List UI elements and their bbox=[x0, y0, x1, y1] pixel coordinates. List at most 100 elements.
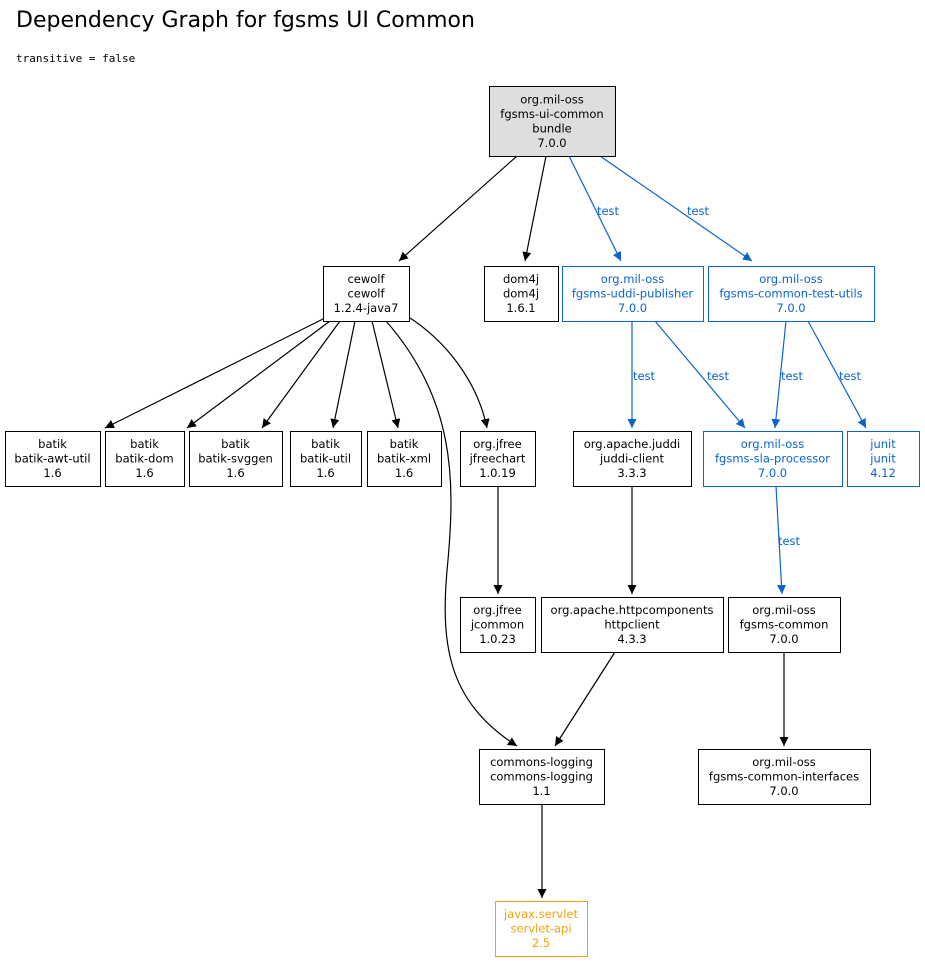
node-label-line: batik-util bbox=[300, 452, 351, 466]
node-box bbox=[541, 597, 724, 653]
node-label-line: commons-logging bbox=[490, 755, 593, 769]
edge-cewolf-to-batik_xml bbox=[371, 320, 401, 429]
node-label-line: org.apache.httpcomponents bbox=[551, 603, 714, 617]
edge-cewolf-to-jfreechart bbox=[406, 315, 490, 429]
node-box bbox=[5, 431, 101, 487]
edge-label: test bbox=[778, 534, 801, 548]
node-label-line: fgsms-uddi-publisher bbox=[572, 287, 694, 301]
node-box bbox=[573, 431, 692, 487]
node-label-line: 1.1 bbox=[532, 784, 550, 798]
node-label-line: dom4j bbox=[503, 272, 539, 286]
edge-label: test bbox=[597, 204, 620, 218]
node-label-line: batik bbox=[221, 437, 250, 451]
node-box bbox=[495, 901, 588, 957]
node-label-line: junit bbox=[869, 452, 896, 466]
edge-uddi_pub-to-sla bbox=[654, 320, 746, 429]
node-label-line: cewolf bbox=[347, 272, 385, 286]
node-label-line: 7.0.0 bbox=[758, 466, 787, 480]
node-label-line: 1.6.1 bbox=[506, 301, 535, 315]
node-box bbox=[105, 431, 185, 487]
node-label-line: batik-awt-util bbox=[14, 452, 90, 466]
node-label-line: javax.servlet bbox=[503, 907, 578, 921]
node-label-line: 1.0.23 bbox=[479, 632, 516, 646]
node-box bbox=[728, 597, 841, 653]
node-box bbox=[847, 431, 920, 487]
node-label-line: org.jfree bbox=[473, 603, 521, 617]
node-label-line: batik bbox=[38, 437, 67, 451]
node-label-line: batik-dom bbox=[115, 452, 173, 466]
edge-label: test bbox=[707, 369, 730, 383]
node-label-line: 3.3.3 bbox=[617, 466, 646, 480]
node-label-line: fgsms-common-interfaces bbox=[709, 770, 859, 784]
node-label-line: 1.2.4-java7 bbox=[334, 301, 399, 315]
graph-parameters: transitive = false bbox=[16, 52, 136, 65]
node-label-line: org.mil-oss bbox=[601, 272, 665, 286]
edge-test_utils-to-junit bbox=[807, 320, 867, 429]
node-box bbox=[367, 431, 442, 487]
node-label-line: junit bbox=[869, 437, 896, 451]
edge-label: test bbox=[633, 369, 656, 383]
node-label-line: batik bbox=[311, 437, 340, 451]
node-label-line: 1.6 bbox=[226, 466, 244, 480]
edge-root-to-cewolf bbox=[398, 155, 518, 262]
node-label-line: batik-svggen bbox=[198, 452, 273, 466]
node-label-line: fgsms-sla-processor bbox=[715, 452, 830, 466]
node-label-line: jfreechart bbox=[469, 452, 526, 466]
edge-httpclient-to-logging bbox=[554, 651, 616, 747]
node-label-line: 1.6 bbox=[395, 466, 413, 480]
node-label-line: jcommon bbox=[470, 618, 524, 632]
node-label-line: 2.5 bbox=[532, 936, 550, 950]
node-label-line: fgsms-ui-common bbox=[500, 107, 603, 121]
node-box bbox=[460, 597, 536, 653]
node-label-line: 4.3.3 bbox=[617, 632, 646, 646]
node-label-line: bundle bbox=[532, 121, 571, 135]
edge-cewolf-to-batik_util bbox=[330, 320, 356, 429]
node-box bbox=[484, 266, 559, 322]
node-label-line: cewolf bbox=[347, 287, 385, 301]
node-label-line: 1.6 bbox=[135, 466, 153, 480]
node-label-line: 1.6 bbox=[316, 466, 334, 480]
edge-test_utils-to-sla bbox=[771, 320, 787, 429]
node-box bbox=[562, 266, 704, 322]
node-box bbox=[703, 431, 843, 487]
edge-label: test bbox=[781, 369, 804, 383]
node-label-line: org.mil-oss bbox=[759, 272, 823, 286]
node-label-line: batik bbox=[390, 437, 419, 451]
node-label-line: httpclient bbox=[604, 618, 660, 632]
node-box bbox=[698, 749, 871, 805]
node-box bbox=[290, 431, 362, 487]
node-label-line: 7.0.0 bbox=[537, 136, 566, 150]
node-label-line: 1.6 bbox=[43, 466, 61, 480]
node-label-line: commons-logging bbox=[490, 770, 593, 784]
node-label-line: fgsms-common-test-utils bbox=[719, 287, 862, 301]
node-box bbox=[479, 749, 605, 805]
edge-root-to-test_utils bbox=[599, 155, 753, 262]
page-title: Dependency Graph for fgsms UI Common bbox=[16, 8, 475, 33]
edge-root-to-dom4j bbox=[522, 155, 547, 262]
node-label-line: batik bbox=[130, 437, 159, 451]
node-label-line: 4.12 bbox=[870, 466, 896, 480]
node-box bbox=[323, 266, 410, 322]
node-label-line: org.apache.juddi bbox=[584, 437, 681, 451]
node-label-line: org.mil-oss bbox=[520, 92, 584, 106]
nodes: org.mil-ossfgsms-ui-commonbundle7.0.0cew… bbox=[5, 86, 920, 957]
edge-cewolf-to-batik_dom bbox=[186, 320, 331, 429]
edge-cewolf-to-batik_svggen bbox=[261, 320, 341, 429]
